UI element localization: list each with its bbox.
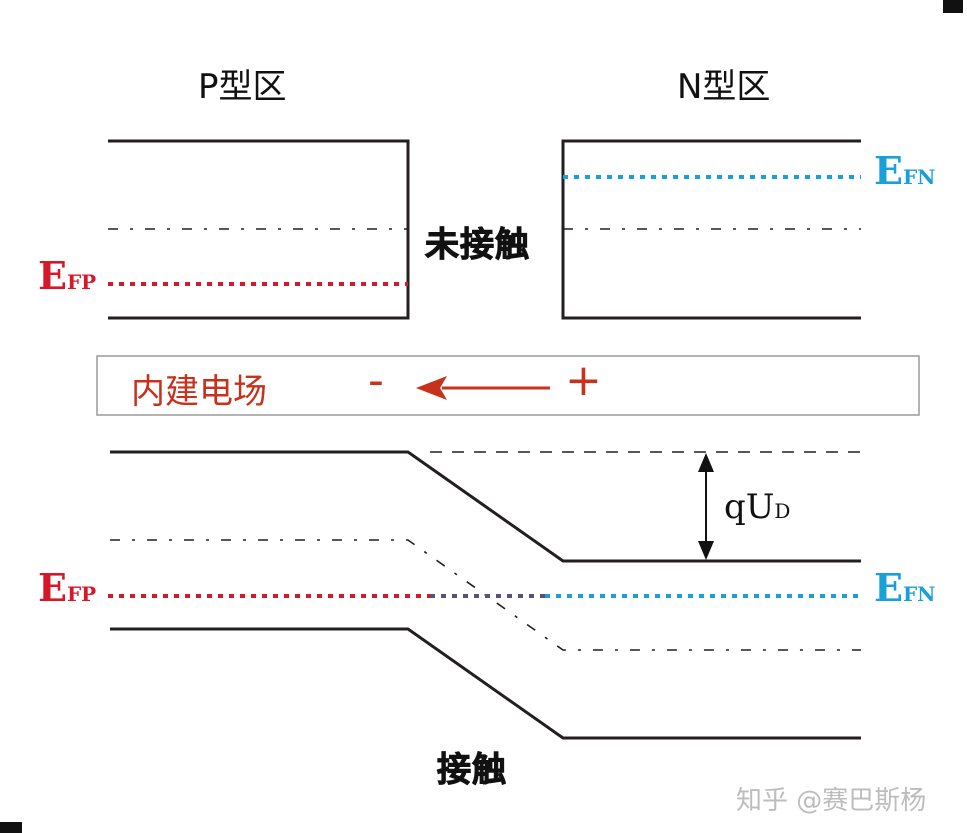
- contact-valence-band: [110, 627, 861, 740]
- p-region-label: P型区: [198, 67, 287, 107]
- qud-label: qUD: [724, 487, 790, 527]
- built-in-field-box: [96, 355, 920, 416]
- minus-sign: -: [368, 355, 384, 406]
- contact-label: 接触: [437, 750, 507, 791]
- field-arrow-head: [416, 376, 447, 400]
- efp-sub: FP: [66, 270, 97, 294]
- efn-label-top: EFN: [874, 148, 935, 193]
- qud-arrow-head-bottom: [698, 541, 714, 560]
- efn-main: E: [874, 148, 903, 193]
- efn-sub: FN: [902, 582, 936, 606]
- efp-label-bottom: EFP: [38, 565, 96, 610]
- qud-sub: D: [774, 499, 791, 523]
- qud-arrow-head-top: [698, 453, 714, 472]
- plus-sign: +: [565, 355, 602, 406]
- watermark: 知乎 @赛巴斯杨: [736, 786, 927, 816]
- built-in-field-label: 内建电场: [131, 372, 267, 412]
- corner-mark-top-right: [943, 0, 963, 13]
- efn-label-bottom: EFN: [874, 565, 935, 610]
- efn-sub: FN: [902, 165, 936, 189]
- efp-main: E: [38, 253, 67, 298]
- efp-label-top: EFP: [38, 253, 96, 298]
- not-contact-label: 未接触: [425, 225, 530, 266]
- efp-sub: FP: [66, 582, 97, 606]
- n-region-label: N型区: [677, 67, 771, 107]
- contact-conduction-band: [110, 450, 861, 563]
- efn-main: E: [874, 565, 903, 610]
- qud-main: qU: [724, 487, 775, 527]
- corner-mark-bottom-left: [0, 822, 22, 833]
- efp-main: E: [38, 565, 67, 610]
